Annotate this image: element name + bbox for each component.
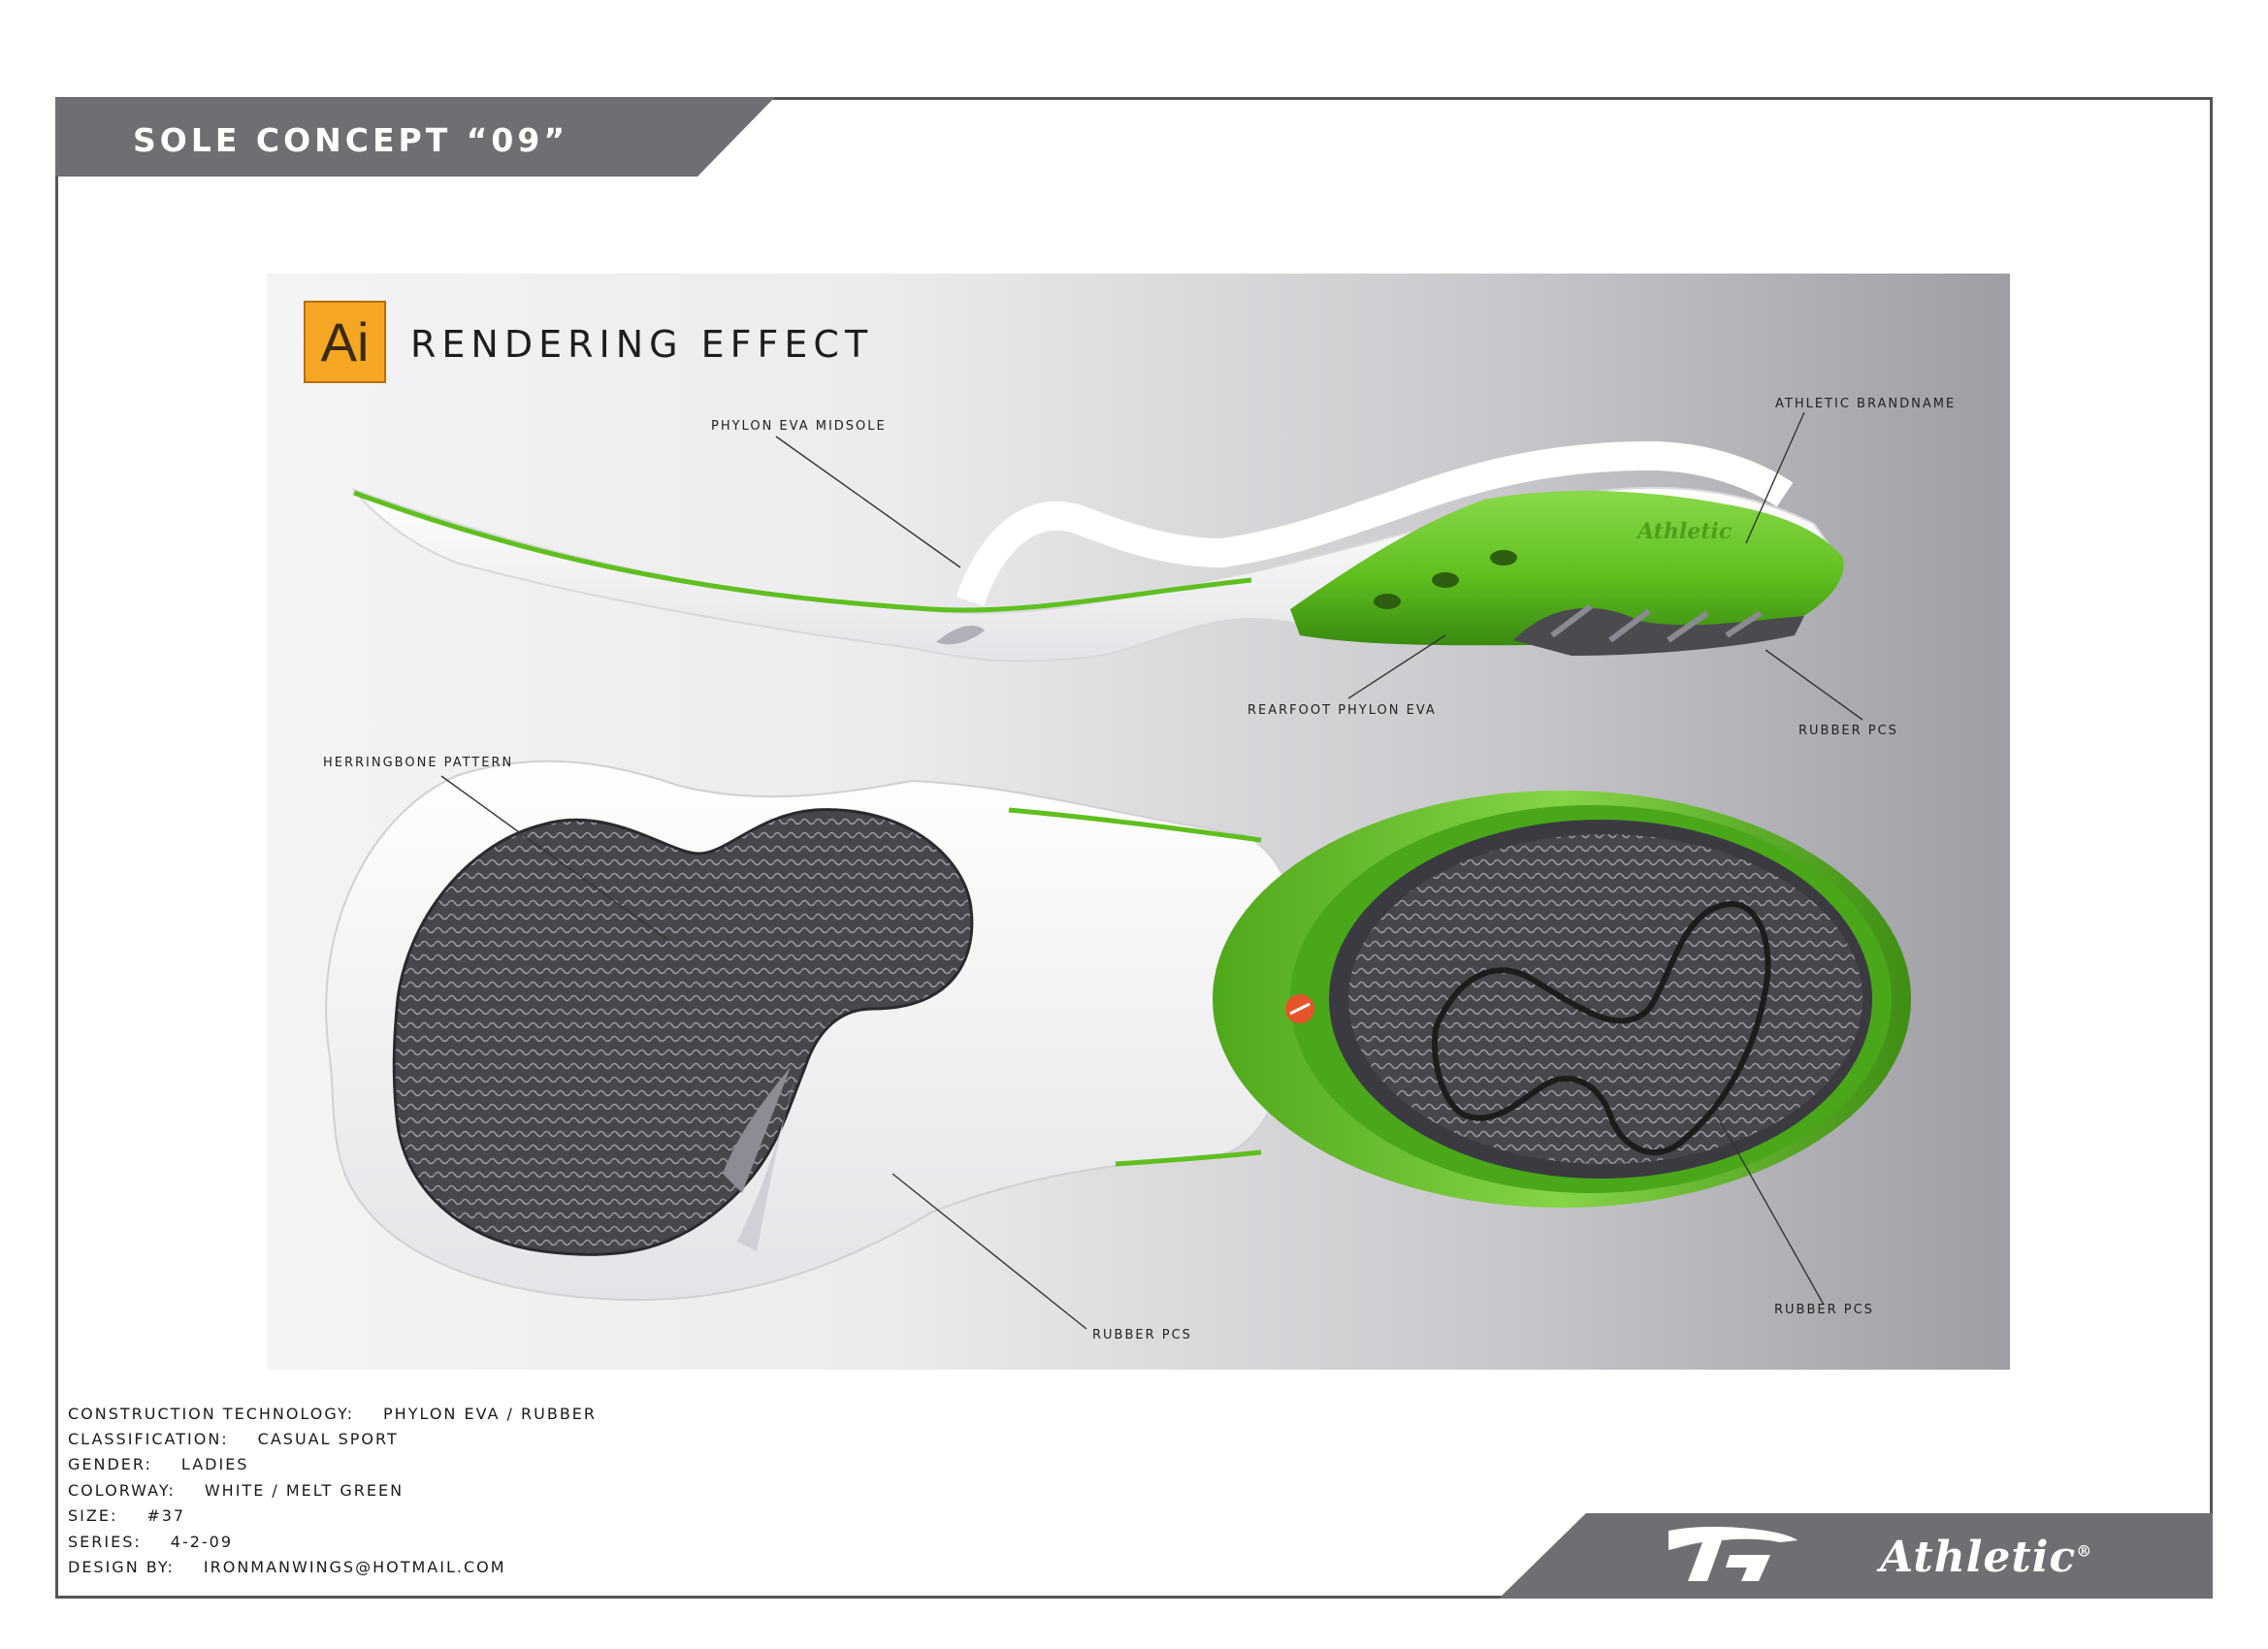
spec-classification: CLASSIFICATION:CASUAL SPORT [68, 1430, 399, 1448]
page-title: SOLE CONCEPT “09” [133, 121, 569, 159]
ai-badge: Ai [304, 301, 386, 383]
spec-gender: GENDER:LADIES [68, 1455, 249, 1473]
spec-colorway: COLORWAY:WHITE / MELT GREEN [68, 1481, 405, 1500]
brand-logo-icon [1669, 1526, 1798, 1581]
footer-band [1499, 1513, 2213, 1599]
side-view-sole [351, 440, 1844, 663]
render-title: RENDERING EFFECT [410, 323, 874, 366]
callout-athletic-brandname: ATHLETIC BRANDNAME [1775, 397, 1957, 411]
callout-rubber-pcs-side: RUBBER PCS [1798, 724, 1898, 738]
spec-designer: DESIGN BY:IRONMANWINGS@HOTMAIL.COM [68, 1558, 506, 1576]
spec-construction: CONSTRUCTION TECHNOLOGY:PHYLON EVA / RUB… [68, 1405, 598, 1423]
spec-size: SIZE:#37 [68, 1506, 186, 1525]
spec-series: SERIES:4-2-09 [68, 1533, 234, 1551]
leader-lines [440, 411, 1863, 1330]
outsole-bottom-view [325, 760, 1911, 1302]
callout-rubber-pcs-heel: RUBBER PCS [1774, 1303, 1874, 1317]
callout-phylon-midsole: PHYLON EVA MIDSOLE [711, 419, 887, 434]
embossed-brand-logo: Athletic [1636, 519, 1733, 544]
header-band [55, 97, 775, 177]
callout-herringbone: HERRINGBONE PATTERN [323, 756, 514, 770]
brand-name: Athletic® [1880, 1533, 2093, 1582]
callout-rubber-pcs-forefoot: RUBBER PCS [1092, 1328, 1192, 1342]
callout-rearfoot-phylon: REARFOOT PHYLON EVA [1247, 703, 1437, 718]
